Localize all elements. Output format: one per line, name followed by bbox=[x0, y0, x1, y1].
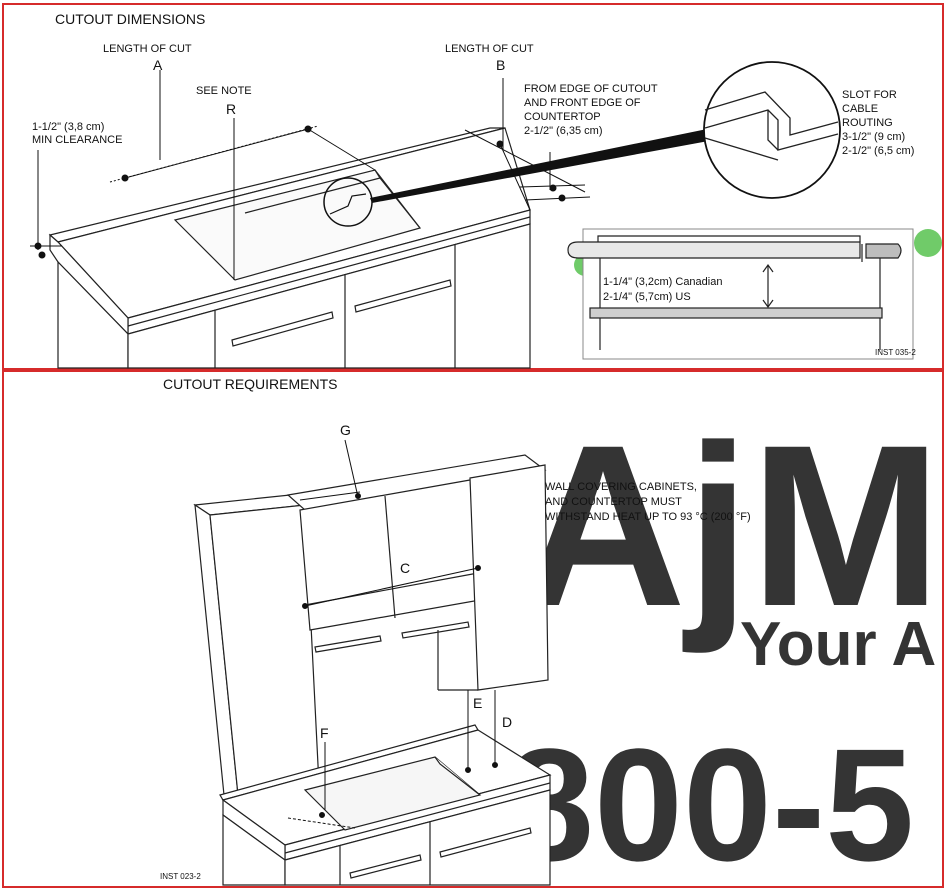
heat-warning-line1: WALL COVERING CABINETS, bbox=[545, 481, 697, 493]
base-cabinet-drawing bbox=[48, 127, 531, 369]
clearance-text-line1: 1-1/2" (3,8 cm) bbox=[32, 121, 104, 133]
letter-e: E bbox=[473, 695, 482, 711]
edge-text-line1: FROM EDGE OF CUTOUT bbox=[524, 83, 658, 95]
magnified-detail-circle bbox=[703, 61, 841, 199]
edge-text-line3: COUNTERTOP bbox=[524, 111, 601, 123]
letter-d: D bbox=[502, 714, 512, 730]
slot-text-line4: 3-1/2" (9 cm) bbox=[842, 131, 905, 143]
see-note-letter: R bbox=[226, 101, 236, 117]
top-panel-frame bbox=[2, 3, 944, 370]
length-b-letter: B bbox=[496, 57, 505, 73]
see-note-label: SEE NOTE bbox=[196, 85, 252, 97]
top-panel: CUTOUT DIMENSIONS bbox=[30, 11, 916, 369]
letter-c: C bbox=[400, 560, 410, 576]
letter-g: G bbox=[340, 422, 351, 438]
height-text-line1: 1-1/4" (3,2cm) Canadian bbox=[603, 276, 722, 288]
slot-text-line3: ROUTING bbox=[842, 117, 893, 129]
heat-warning-line3: WITHSTAND HEAT UP TO 93 °C (200 °F) bbox=[545, 511, 751, 523]
dimension-lines bbox=[30, 70, 591, 280]
heat-warning-line2: AND COUNTERTOP MUST bbox=[545, 496, 682, 508]
bottom-panel-title: CUTOUT REQUIREMENTS bbox=[163, 376, 338, 392]
upper-cabinets-drawing bbox=[193, 454, 549, 817]
edge-text-line4: 2-1/2" (6,35 cm) bbox=[524, 125, 603, 137]
slot-text-line1: SLOT FOR bbox=[842, 89, 897, 101]
side-section-view: 1-1/4" (3,2cm) Canadian 2-1/4" (5,7cm) U… bbox=[567, 228, 916, 360]
top-panel-title: CUTOUT DIMENSIONS bbox=[55, 11, 205, 27]
slot-text-line2: CABLE bbox=[842, 103, 878, 115]
bottom-figure-code: INST 023-2 bbox=[160, 872, 201, 881]
bottom-panel: CUTOUT REQUIREMENTS bbox=[160, 376, 751, 886]
top-figure-code: INST 035-2 bbox=[875, 348, 916, 357]
slot-text-line5: 2-1/2" (6,5 cm) bbox=[842, 145, 914, 157]
watermark-phone: 800-5 bbox=[505, 715, 914, 891]
watermark-brand: AjM bbox=[520, 397, 942, 654]
letter-f: F bbox=[320, 725, 329, 741]
length-b-label: LENGTH OF CUT bbox=[445, 43, 534, 55]
callout-connector bbox=[370, 128, 714, 203]
requirement-dimension-lines bbox=[287, 439, 498, 829]
clearance-text-line2: MIN CLEARANCE bbox=[32, 134, 122, 146]
edge-text-line2: AND FRONT EDGE OF bbox=[524, 97, 641, 109]
height-text-line2: 2-1/4" (5,7cm) US bbox=[603, 291, 691, 303]
bottom-panel-frame bbox=[2, 370, 944, 888]
watermark-dot bbox=[914, 229, 942, 257]
length-a-label: LENGTH OF CUT bbox=[103, 43, 192, 55]
length-a-letter: A bbox=[153, 57, 163, 73]
watermark-tagline: Your A bbox=[740, 610, 936, 679]
